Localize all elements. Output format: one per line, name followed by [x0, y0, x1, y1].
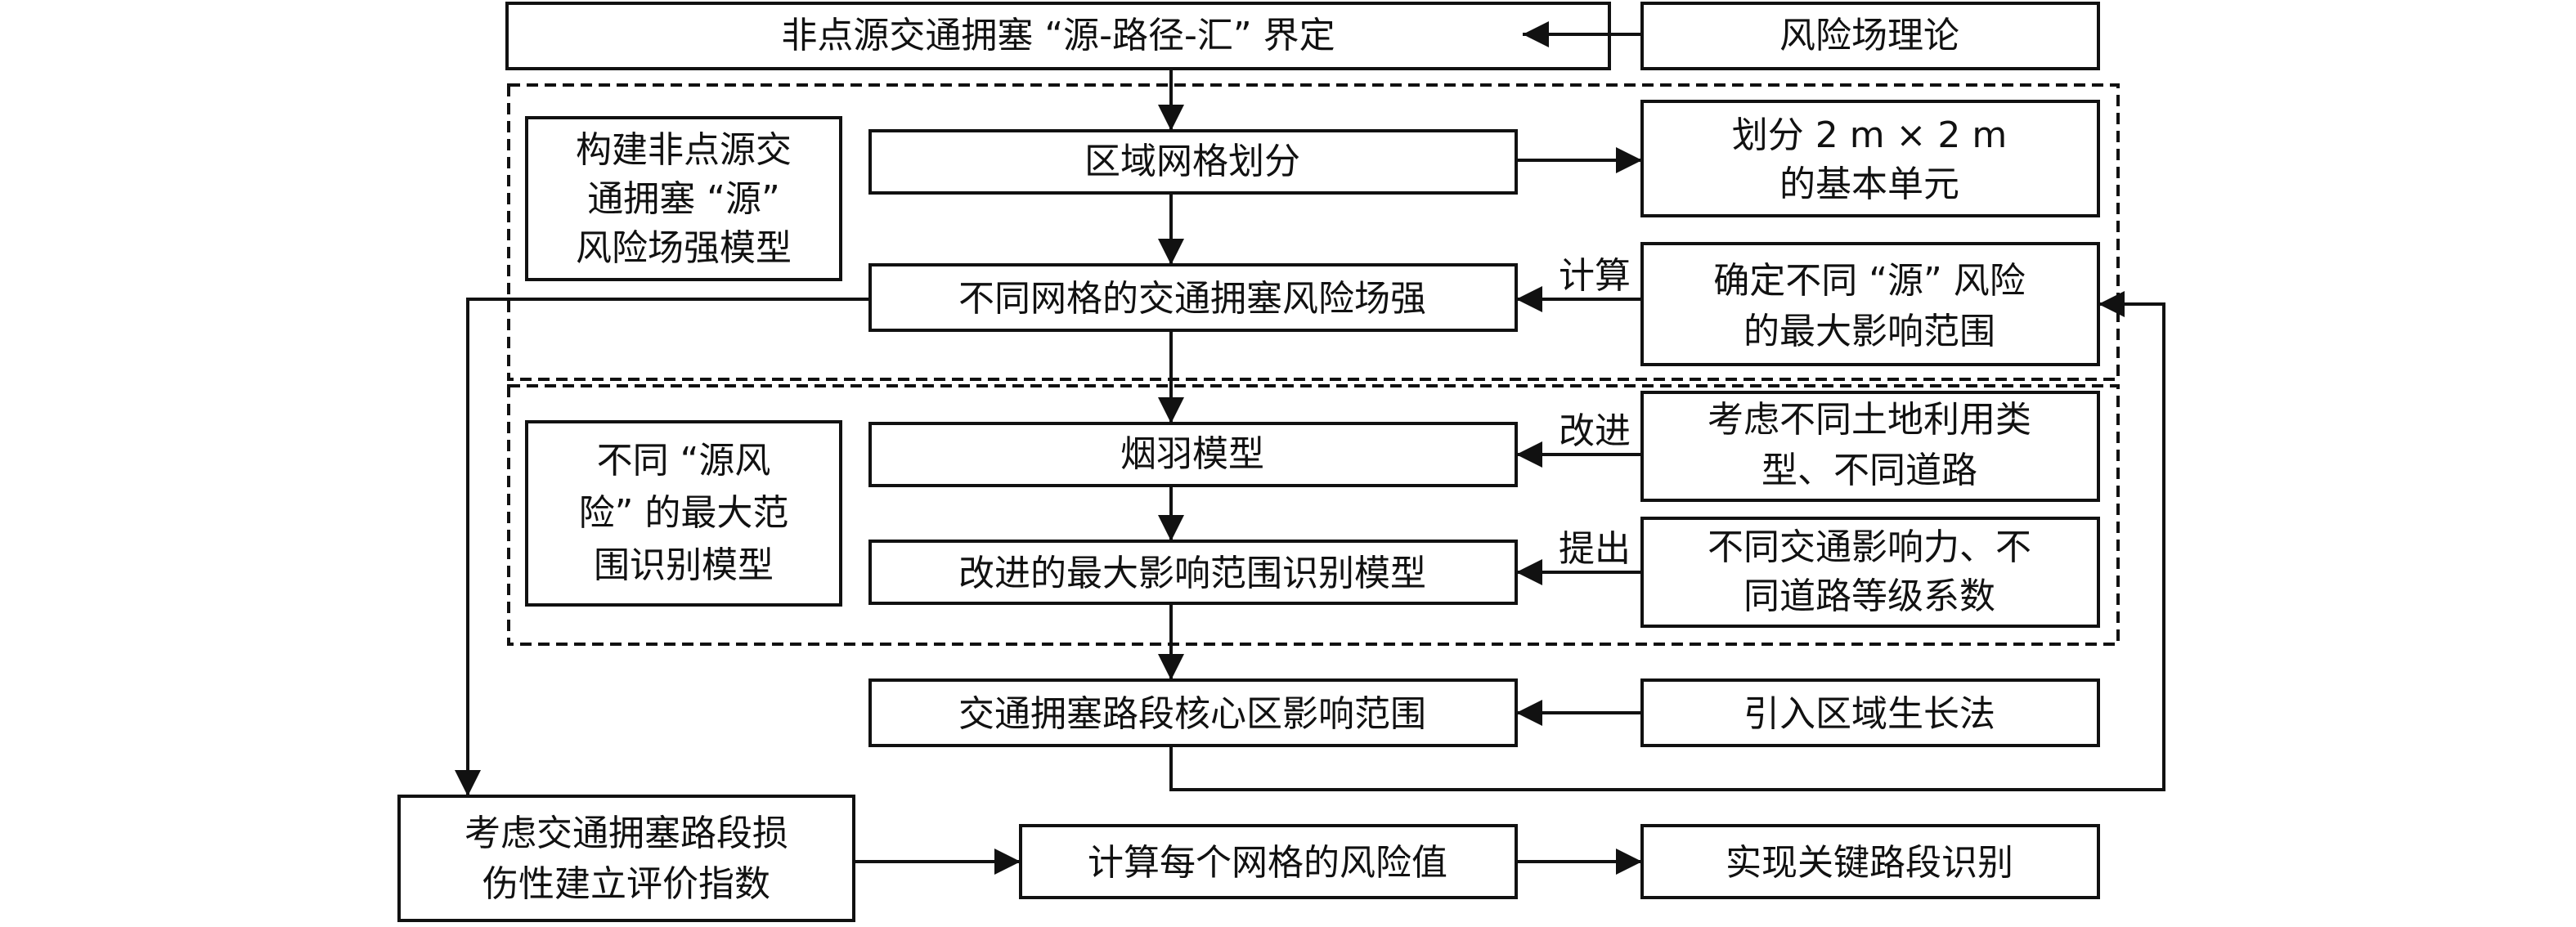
edge-label-calc: 计算 — [1559, 255, 1631, 297]
text-grid-division: 区域网格划分 — [1084, 141, 1300, 182]
text-region-growing: 引入区域生长法 — [1744, 693, 1995, 735]
text-land-use-line-2: 型、不同道路 — [1761, 450, 1977, 491]
box-field-strength — [868, 263, 1518, 332]
box-plume-model — [868, 422, 1518, 487]
arrow-strength-to-evaluation — [455, 298, 870, 796]
text-model-label-2-line-1: 不同 “源风 — [597, 440, 771, 481]
group-frame-field-strength — [507, 83, 2120, 381]
box-max-range-src — [1640, 242, 2100, 366]
text-evaluation-index-line-2: 伤性建立评价指数 — [482, 863, 770, 905]
text-traffic-influence-line-1: 不同交通影响力、不 — [1708, 526, 2031, 568]
arrow-core-feedback-to-range — [1169, 291, 2165, 791]
text-model-label-2-line-3: 围识别模型 — [594, 544, 774, 586]
box-evaluation-index — [397, 795, 855, 922]
box-improved-model — [868, 540, 1518, 605]
text-model-label-1-line-1: 构建非点源交 — [576, 129, 792, 171]
box-land-use — [1640, 391, 2100, 502]
text-traffic-influence-line-2: 同道路等级系数 — [1744, 575, 1995, 617]
text-top-define: 非点源交通拥塞 “源-路径-汇” 界定 — [781, 15, 1335, 56]
text-risk-field-theory: 风险场理论 — [1779, 15, 1959, 56]
group-frame-range-model — [507, 384, 2120, 646]
text-evaluation-index-line-1: 考虑交通拥塞路段损 — [464, 813, 788, 854]
box-risk-field-theory — [1640, 2, 2100, 70]
text-model-label-2-line-2: 险” 的最大范 — [579, 492, 789, 534]
text-basic-unit-line-1: 划分 2 m × 2 m — [1732, 114, 2008, 156]
box-region-growing — [1640, 678, 2100, 747]
text-basic-unit-line-2: 的基本单元 — [1779, 163, 1959, 205]
text-core-range: 交通拥塞路段核心区影响范围 — [958, 693, 1426, 735]
text-model-label-1-line-3: 风险场强模型 — [576, 227, 792, 269]
text-max-range-src-line-1: 确定不同 “源” 风险 — [1713, 260, 2026, 302]
box-model-label-1 — [525, 116, 842, 281]
text-grid-risk-value: 计算每个网格的风险值 — [1088, 842, 1447, 884]
box-traffic-influence — [1640, 517, 2100, 628]
box-grid-division — [868, 129, 1518, 195]
text-model-label-1-line-2: 通拥塞 “源” — [587, 178, 780, 220]
box-basic-unit — [1640, 100, 2100, 217]
text-key-section: 实现关键路段识别 — [1726, 842, 2013, 884]
text-land-use-line-1: 考虑不同土地利用类 — [1708, 399, 2031, 441]
text-improved-model: 改进的最大影响范围识别模型 — [958, 553, 1426, 594]
text-field-strength: 不同网格的交通拥塞风险场强 — [958, 278, 1426, 320]
edge-label-propose: 提出 — [1559, 528, 1631, 570]
text-plume-model: 烟羽模型 — [1120, 433, 1264, 475]
box-model-label-2 — [525, 420, 842, 607]
edge-label-improve: 改进 — [1559, 410, 1631, 452]
text-max-range-src-line-2: 的最大影响范围 — [1744, 311, 1995, 352]
